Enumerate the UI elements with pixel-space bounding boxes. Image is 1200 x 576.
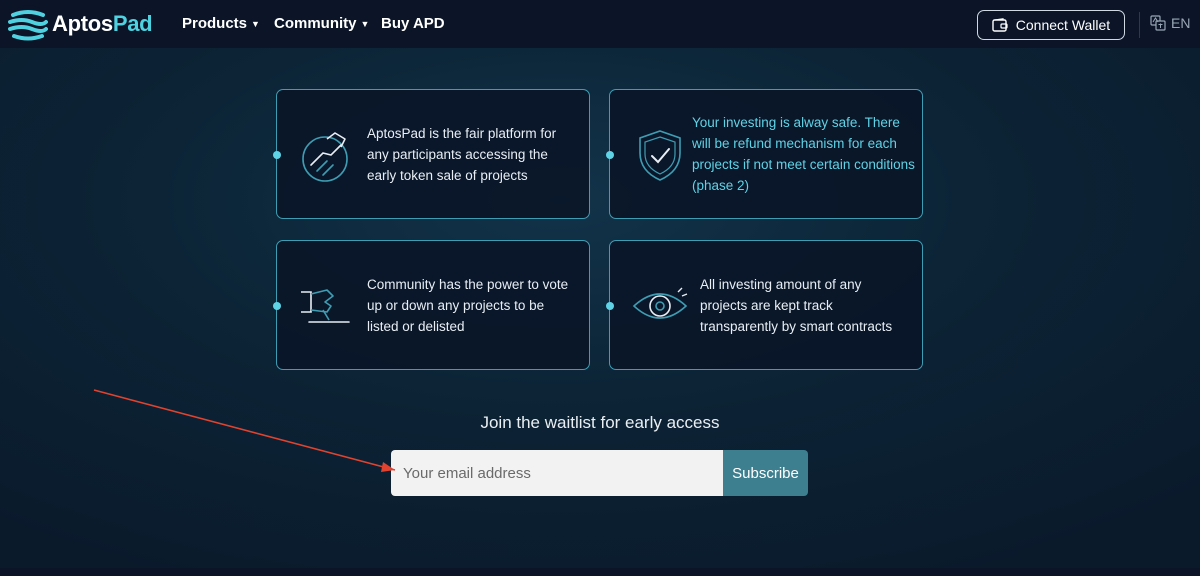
nav-products[interactable]: Products ▼ (182, 15, 260, 32)
card-connector-dot (606, 302, 614, 310)
logo-text-aptos: Aptos (52, 11, 113, 36)
caret-down-icon: ▼ (251, 18, 260, 29)
footer-band (0, 568, 1200, 576)
feature-card-text: AptosPad is the fair platform for any pa… (367, 125, 557, 183)
language-label: EN (1171, 15, 1191, 31)
nav-buy-apd[interactable]: Buy APD (381, 15, 445, 32)
navbar: AptosPad Products ▼ Community ▼ Buy APD … (0, 0, 1200, 48)
card-connector-dot (606, 151, 614, 159)
email-input[interactable] (391, 450, 723, 496)
nav-community-label: Community (274, 15, 357, 32)
feature-card-fair-platform: AptosPad is the fair platform for any pa… (273, 89, 590, 219)
feature-card-text: Community has the power to vote up or do… (367, 276, 569, 334)
feature-card-transparency: All investing amount of any projects are… (606, 240, 923, 370)
logo-text: AptosPad (52, 11, 153, 37)
wallet-icon (992, 18, 1008, 32)
language-selector[interactable]: EN (1150, 15, 1190, 31)
feature-card-text: Your investing is alway safe. There will… (692, 115, 915, 193)
logo-text-pad: Pad (112, 11, 153, 36)
feature-card-safe-investing: Your investing is alway safe. There will… (606, 89, 923, 219)
nav-divider (1139, 12, 1140, 38)
vote-hand-icon (301, 289, 350, 323)
card-connector-dot (273, 302, 281, 310)
handshake-icon (302, 132, 348, 182)
waitlist-title: Join the waitlist for early access (480, 413, 720, 432)
feature-card-text: All investing amount of any projects are… (700, 276, 893, 334)
nav-products-label: Products (182, 15, 248, 32)
caret-down-icon: ▼ (360, 18, 370, 29)
eye-icon (632, 287, 688, 319)
connect-wallet-button[interactable]: Connect Wallet (977, 10, 1125, 40)
feature-card-community-vote: Community has the power to vote up or do… (273, 240, 590, 370)
logo[interactable]: AptosPad (8, 4, 153, 44)
nav-community[interactable]: Community ▼ (274, 15, 369, 32)
aptospad-logo-icon (8, 5, 48, 43)
connect-wallet-label: Connect Wallet (1015, 17, 1111, 33)
card-connector-dot (273, 151, 281, 159)
shield-check-icon (639, 130, 681, 181)
subscribe-button[interactable]: Subscribe (723, 450, 808, 496)
translate-icon (1150, 15, 1166, 31)
nav-buy-apd-label: Buy APD (381, 15, 445, 32)
